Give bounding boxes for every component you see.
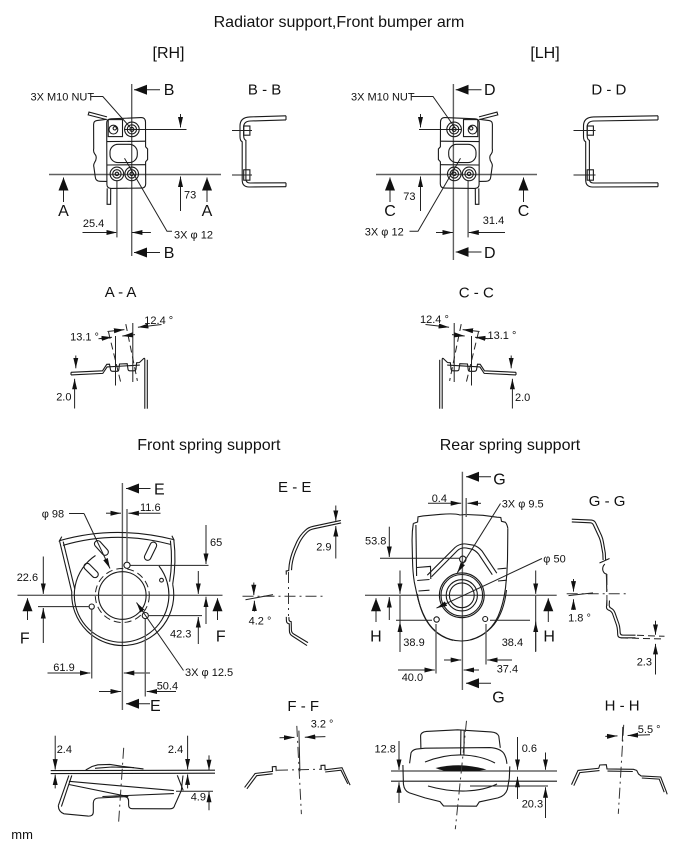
svg-text:53.8: 53.8 xyxy=(365,536,386,548)
svg-text:3X M10 NUT: 3X M10 NUT xyxy=(351,92,415,104)
svg-text:2.4: 2.4 xyxy=(168,744,183,756)
svg-text:E: E xyxy=(154,482,165,499)
svg-text:F: F xyxy=(20,631,30,648)
svg-text:13.1 °: 13.1 ° xyxy=(488,330,517,342)
svg-text:C: C xyxy=(384,203,396,220)
svg-text:B: B xyxy=(164,82,175,99)
svg-text:3.2 °: 3.2 ° xyxy=(311,719,334,731)
svg-text:0.6: 0.6 xyxy=(522,743,537,755)
svg-text:22.6: 22.6 xyxy=(17,572,38,584)
svg-text:42.3: 42.3 xyxy=(170,629,191,641)
svg-text:2.0: 2.0 xyxy=(515,392,530,404)
svg-text:37.4: 37.4 xyxy=(497,664,518,676)
svg-text:Rear spring support: Rear spring support xyxy=(440,437,581,454)
svg-text:11.6: 11.6 xyxy=(140,502,161,514)
svg-text:31.4: 31.4 xyxy=(483,215,504,227)
svg-text:3X M10 NUT: 3X M10 NUT xyxy=(31,92,95,104)
svg-text:20.3: 20.3 xyxy=(522,799,543,811)
svg-text:G: G xyxy=(493,472,505,489)
svg-text:C - C: C - C xyxy=(459,285,494,302)
svg-text:mm: mm xyxy=(11,827,33,842)
svg-text:1.8 °: 1.8 ° xyxy=(568,613,591,625)
svg-text:5.5 °: 5.5 ° xyxy=(638,724,661,736)
svg-text:3X φ 12: 3X φ 12 xyxy=(365,227,404,239)
svg-text:F - F: F - F xyxy=(287,698,319,715)
svg-text:Front spring support: Front spring support xyxy=(137,437,281,454)
svg-text:2.0: 2.0 xyxy=(56,392,71,404)
svg-text:H: H xyxy=(370,629,382,646)
svg-text:C: C xyxy=(518,203,530,220)
svg-text:φ 50: φ 50 xyxy=(543,554,565,566)
svg-text:2.3: 2.3 xyxy=(637,657,652,669)
svg-text:Radiator support,Front bumper: Radiator support,Front bumper arm xyxy=(214,14,465,31)
svg-text:φ 98: φ 98 xyxy=(42,508,64,520)
svg-text:E - E: E - E xyxy=(278,479,311,496)
svg-text:G: G xyxy=(492,690,504,707)
svg-text:2.9: 2.9 xyxy=(316,542,331,554)
svg-text:73: 73 xyxy=(184,190,196,202)
svg-text:38.4: 38.4 xyxy=(502,637,523,649)
svg-text:50.4: 50.4 xyxy=(157,681,178,693)
svg-text:4.9: 4.9 xyxy=(191,792,206,804)
svg-text:4.2 °: 4.2 ° xyxy=(249,616,272,628)
svg-text:12.4 °: 12.4 ° xyxy=(144,315,173,327)
svg-text:0.4: 0.4 xyxy=(432,493,447,505)
svg-text:G - G: G - G xyxy=(589,493,626,510)
svg-text:40.0: 40.0 xyxy=(402,672,423,684)
svg-text:A - A: A - A xyxy=(105,284,137,301)
svg-text:2.4: 2.4 xyxy=(57,744,72,756)
svg-text:[LH]: [LH] xyxy=(530,45,559,62)
svg-text:65: 65 xyxy=(210,537,222,549)
svg-text:A: A xyxy=(202,203,213,220)
svg-text:A: A xyxy=(58,203,69,220)
svg-text:D: D xyxy=(484,82,496,99)
svg-text:B: B xyxy=(164,245,175,262)
svg-text:D: D xyxy=(484,245,496,262)
svg-text:73: 73 xyxy=(403,191,415,203)
svg-text:38.9: 38.9 xyxy=(403,637,424,649)
svg-text:25.4: 25.4 xyxy=(83,218,104,230)
svg-text:F: F xyxy=(216,629,226,646)
svg-text:[RH]: [RH] xyxy=(153,45,185,62)
svg-text:3X φ 12.5: 3X φ 12.5 xyxy=(185,667,233,679)
svg-text:3X φ 12: 3X φ 12 xyxy=(174,230,213,242)
svg-text:3X φ 9.5: 3X φ 9.5 xyxy=(502,499,544,511)
svg-text:D - D: D - D xyxy=(591,82,626,99)
svg-text:61.9: 61.9 xyxy=(53,662,74,674)
svg-text:H - H: H - H xyxy=(605,698,640,715)
svg-text:B - B: B - B xyxy=(248,82,281,99)
svg-text:E: E xyxy=(150,698,161,715)
svg-text:H: H xyxy=(543,629,555,646)
svg-text:12.4 °: 12.4 ° xyxy=(420,314,449,326)
svg-text:13.1 °: 13.1 ° xyxy=(70,331,99,343)
svg-text:12.8: 12.8 xyxy=(375,744,396,756)
